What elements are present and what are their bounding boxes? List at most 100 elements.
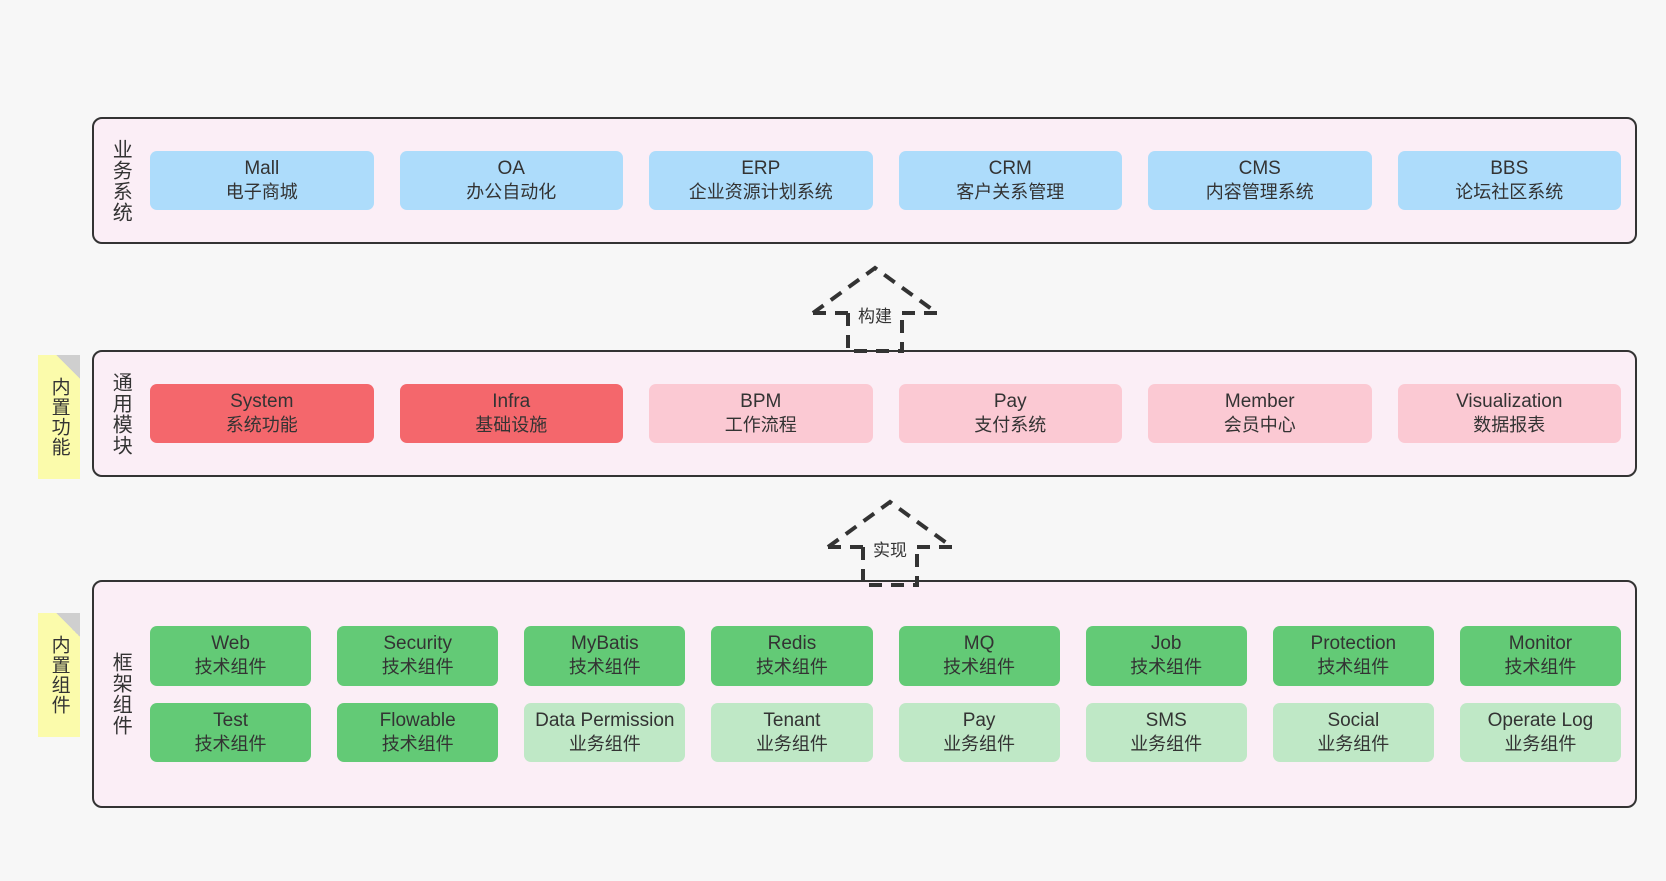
node-data-permission[interactable]: Data Permission 业务组件 [524, 702, 686, 762]
framework-node-row-1: Web 技术组件 Security 技术组件 MyBatis 技术组件 Redi… [150, 626, 1621, 686]
node-operate-log[interactable]: Operate Log 业务组件 [1459, 702, 1621, 762]
node-pay-component[interactable]: Pay 业务组件 [898, 702, 1060, 762]
node-title: SMS [1145, 709, 1187, 731]
node-mybatis[interactable]: MyBatis 技术组件 [524, 626, 686, 686]
node-social[interactable]: Social 业务组件 [1272, 702, 1434, 762]
node-desc: 技术组件 [194, 733, 267, 754]
node-title: Protection [1310, 633, 1397, 655]
node-mq[interactable]: MQ 技术组件 [898, 626, 1060, 686]
node-tenant[interactable]: Tenant 业务组件 [711, 702, 873, 762]
node-oa[interactable]: OA 办公自动化 [399, 150, 623, 211]
node-protection[interactable]: Protection 技术组件 [1272, 626, 1434, 686]
layer-framework-component: 框架组件 Web 技术组件 Security 技术组件 MyBatis 技术组件… [92, 580, 1637, 808]
node-title: Member [1224, 390, 1295, 412]
node-desc: 论坛社区系统 [1455, 182, 1564, 203]
arrow-implement-label: 实现 [871, 536, 909, 561]
node-pay-module[interactable]: Pay 支付系统 [898, 383, 1122, 444]
node-title: System [230, 390, 294, 412]
node-flowable[interactable]: Flowable 技术组件 [337, 702, 499, 762]
node-job[interactable]: Job 技术组件 [1085, 626, 1247, 686]
layer-body-framework-component: Web 技术组件 Security 技术组件 MyBatis 技术组件 Redi… [146, 582, 1635, 806]
node-cms[interactable]: CMS 内容管理系统 [1148, 150, 1372, 211]
node-redis[interactable]: Redis 技术组件 [711, 626, 873, 686]
node-desc: 业务组件 [1504, 733, 1577, 754]
arrow-build: 构建 [800, 263, 950, 357]
node-title: Test [213, 709, 248, 731]
node-monitor[interactable]: Monitor 技术组件 [1459, 626, 1621, 686]
node-desc: 电子商城 [225, 182, 298, 203]
node-title: Monitor [1508, 633, 1573, 655]
node-desc: 技术组件 [568, 657, 641, 678]
node-title: MyBatis [571, 633, 639, 655]
node-title: Redis [767, 633, 817, 655]
node-title: Mall [244, 157, 280, 179]
layer-body-business-system: Mall 电子商城 OA 办公自动化 ERP 企业资源计划系统 CRM 客户关系… [146, 119, 1635, 242]
node-desc: 技术组件 [1504, 657, 1577, 678]
node-bbs[interactable]: BBS 论坛社区系统 [1397, 150, 1621, 211]
framework-node-row-2: Test 技术组件 Flowable 技术组件 Data Permission … [150, 702, 1621, 762]
node-crm[interactable]: CRM 客户关系管理 [898, 150, 1122, 211]
layer-body-common-module: System 系统功能 Infra 基础设施 BPM 工作流程 Pay 支付系统… [146, 352, 1635, 475]
node-desc: 技术组件 [381, 733, 454, 754]
node-title: Security [383, 633, 452, 655]
node-title: Flowable [379, 709, 456, 731]
node-desc: 支付系统 [974, 415, 1047, 436]
node-title: ERP [741, 157, 781, 179]
layer-business-system: 业务系统 Mall 电子商城 OA 办公自动化 ERP 企业资源计划系统 CRM… [92, 117, 1637, 244]
layer-title-business-system: 业务系统 [109, 138, 132, 223]
node-desc: 业务组件 [1130, 733, 1203, 754]
node-infra[interactable]: Infra 基础设施 [399, 383, 623, 444]
node-desc: 会员中心 [1223, 415, 1296, 436]
node-desc: 业务组件 [943, 733, 1016, 754]
node-desc: 业务组件 [755, 733, 828, 754]
layer-title-common-module: 通用模块 [109, 371, 132, 456]
node-visualization[interactable]: Visualization 数据报表 [1397, 383, 1621, 444]
node-title: Social [1327, 709, 1380, 731]
node-title: Job [1150, 633, 1182, 655]
node-desc: 数据报表 [1473, 415, 1546, 436]
node-desc: 客户关系管理 [956, 182, 1065, 203]
node-system[interactable]: System 系统功能 [150, 383, 374, 444]
sticky-note-builtin-function: 内置功能 [38, 355, 80, 479]
node-desc: 工作流程 [724, 415, 797, 436]
node-bpm[interactable]: BPM 工作流程 [649, 383, 873, 444]
node-desc: 企业资源计划系统 [688, 182, 833, 203]
node-title: Operate Log [1487, 709, 1594, 731]
node-title: Infra [492, 390, 531, 412]
arrow-build-label: 构建 [856, 302, 894, 327]
node-title: CRM [988, 157, 1032, 179]
node-title: Pay [962, 709, 996, 731]
node-sms[interactable]: SMS 业务组件 [1085, 702, 1247, 762]
node-desc: 技术组件 [381, 657, 454, 678]
sticky-note-label: 内置功能 [48, 377, 70, 457]
node-title: MQ [963, 633, 995, 655]
node-desc: 业务组件 [568, 733, 641, 754]
node-desc: 内容管理系统 [1205, 182, 1314, 203]
node-mall[interactable]: Mall 电子商城 [150, 150, 374, 211]
node-security[interactable]: Security 技术组件 [337, 626, 499, 686]
node-title: Web [211, 633, 250, 655]
node-title: CMS [1238, 157, 1281, 179]
node-web[interactable]: Web 技术组件 [150, 626, 312, 686]
node-desc: 业务组件 [1317, 733, 1390, 754]
layer-common-module: 通用模块 System 系统功能 Infra 基础设施 BPM 工作流程 Pay… [92, 350, 1637, 477]
sticky-note-builtin-component: 内置组件 [38, 613, 80, 737]
node-title: OA [497, 157, 525, 179]
node-erp[interactable]: ERP 企业资源计划系统 [649, 150, 873, 211]
node-desc: 基础设施 [475, 415, 548, 436]
business-node-row: Mall 电子商城 OA 办公自动化 ERP 企业资源计划系统 CRM 客户关系… [150, 150, 1621, 211]
arrow-build-icon [811, 265, 939, 353]
node-desc: 系统功能 [225, 415, 298, 436]
node-desc: 技术组件 [1130, 657, 1203, 678]
node-desc: 技术组件 [194, 657, 267, 678]
node-desc: 技术组件 [1317, 657, 1390, 678]
node-test[interactable]: Test 技术组件 [150, 702, 312, 762]
common-node-row: System 系统功能 Infra 基础设施 BPM 工作流程 Pay 支付系统… [150, 383, 1621, 444]
node-member[interactable]: Member 会员中心 [1148, 383, 1372, 444]
node-title: Data Permission [535, 709, 675, 731]
node-desc: 技术组件 [755, 657, 828, 678]
node-title: BPM [740, 390, 782, 412]
node-title: Tenant [763, 709, 821, 731]
node-title: Pay [993, 390, 1027, 412]
